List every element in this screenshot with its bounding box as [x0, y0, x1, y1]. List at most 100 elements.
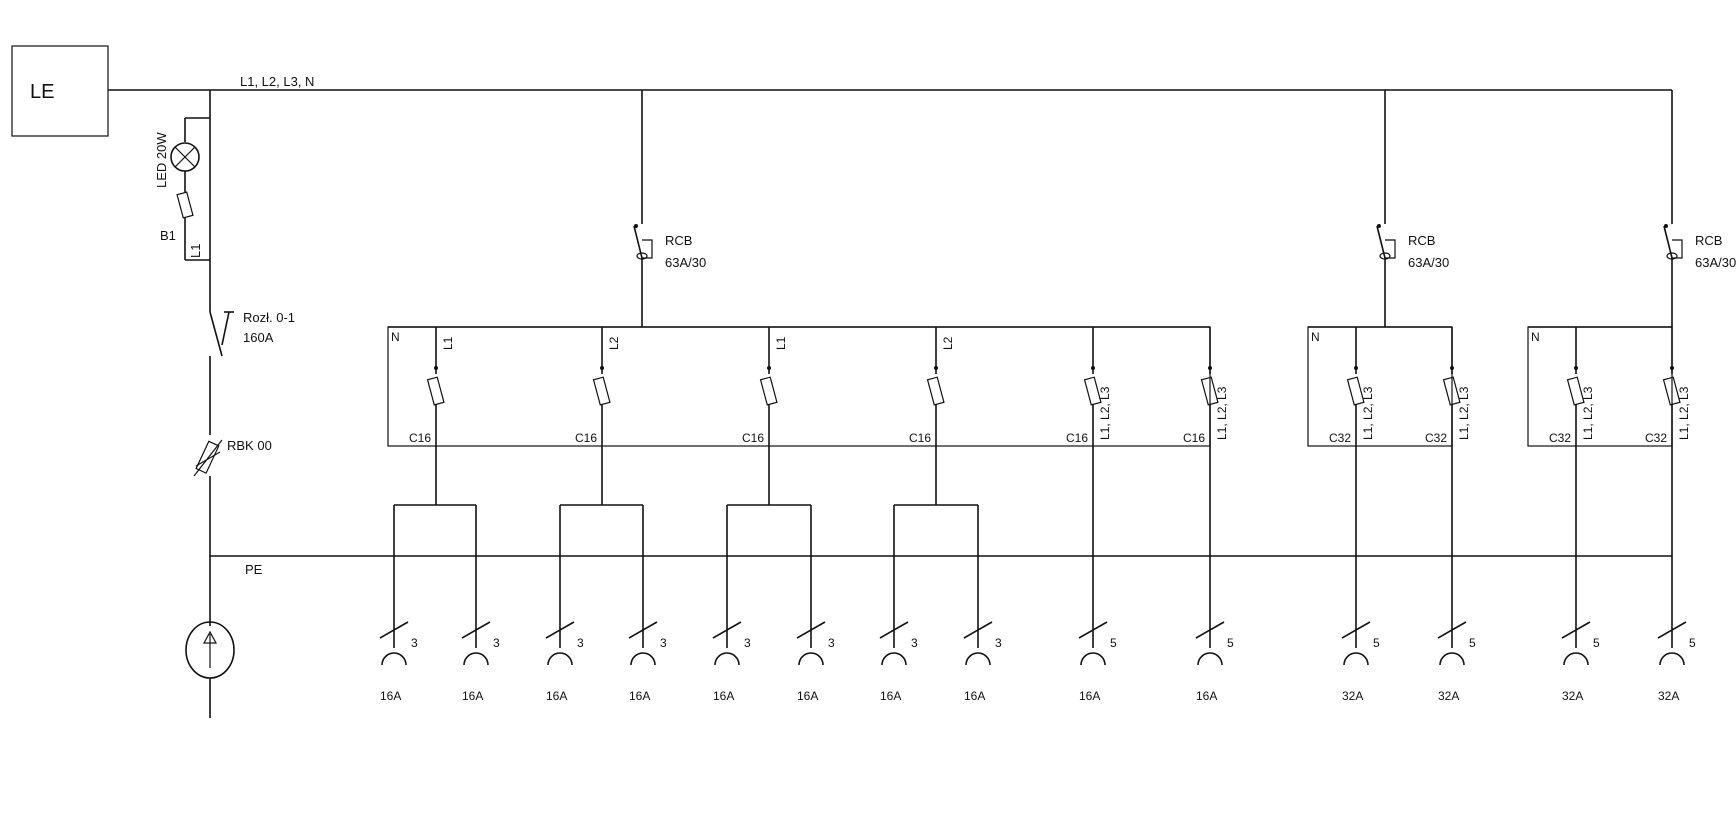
- outlet-pole-slash: [963, 621, 993, 639]
- outlet-poles-label: 3: [995, 636, 1002, 650]
- rcd-sense-loop: [1385, 239, 1396, 259]
- breaker-label: C16: [1183, 431, 1205, 445]
- socket-icon: [630, 652, 656, 666]
- outlet-rating-label: 32A: [1342, 689, 1363, 703]
- rcd-groups: RCB63A/30NC16L1316A316AC16L2316A316AC16L…: [379, 90, 1736, 703]
- main-switch-blade: [209, 311, 223, 357]
- phase-label: L1, L2, L3: [1361, 386, 1375, 440]
- pe-label: PE: [245, 562, 263, 577]
- outlet-pole-slash: [1561, 621, 1591, 639]
- rcd-label-2: 63A/30: [1695, 255, 1736, 270]
- breaker-label: C32: [1549, 431, 1571, 445]
- socket-icon: [1659, 652, 1685, 666]
- earth-source-symbol: [185, 621, 235, 718]
- main-fuse-slash-2: [195, 451, 221, 467]
- incoming-feed: Rozł. 0-1 160A RBK 00: [185, 90, 295, 718]
- circuit-breaker-symbol: [1442, 376, 1461, 406]
- phase-label: L1, L2, L3: [1098, 386, 1112, 440]
- rcd-contact-dot: [1664, 224, 1668, 228]
- socket-icon: [881, 652, 907, 666]
- outlet-pole-slash: [879, 621, 909, 639]
- outlet-rating-label: 16A: [880, 689, 901, 703]
- rcd-label-1: RCB: [665, 233, 692, 248]
- socket-outlet: 5 32A: [1657, 446, 1696, 703]
- neutral-label: N: [1311, 330, 1320, 344]
- circuit-contact-dot: [767, 366, 771, 370]
- socket-icon: [798, 652, 824, 666]
- breaker-label: C16: [409, 431, 431, 445]
- source-box: LE: [11, 45, 109, 137]
- socket-icon: [1563, 652, 1589, 666]
- outlet-pole-slash: [1657, 621, 1687, 639]
- circuit-breaker-symbol: [1566, 376, 1585, 406]
- outlet-poles-label: 3: [493, 636, 500, 650]
- circuit-breaker-symbol: [426, 376, 445, 406]
- main-fuse-label: RBK 00: [227, 438, 272, 453]
- outlet-poles-label: 3: [911, 636, 918, 650]
- socket-icon: [1080, 652, 1106, 666]
- outlet-rating-label: 16A: [629, 689, 650, 703]
- outlet-rating-label: 32A: [1658, 689, 1679, 703]
- phase-label: L1, L2, L3: [1677, 386, 1691, 440]
- circuit-contact-dot: [1091, 366, 1095, 370]
- outlet-pole-slash: [628, 621, 658, 639]
- outlet-poles-label: 5: [1373, 636, 1380, 650]
- main-switch: Rozł. 0-1 160A: [209, 310, 295, 362]
- outlet-pole-slash: [1341, 621, 1371, 639]
- socket-outlet: 5 32A: [1341, 446, 1380, 703]
- socket-outlet: 3 16A: [379, 505, 418, 703]
- phase-label: L1, L2, L3: [1581, 386, 1595, 440]
- breaker-label: C16: [742, 431, 764, 445]
- breaker-label: C16: [1066, 431, 1088, 445]
- rcd-contact-dot: [634, 224, 638, 228]
- outlet-rating-label: 16A: [964, 689, 985, 703]
- outlet-poles-label: 5: [1689, 636, 1696, 650]
- breaker-label: C16: [575, 431, 597, 445]
- outlet-poles-label: 3: [577, 636, 584, 650]
- breaker-label: C32: [1425, 431, 1447, 445]
- circuit-breaker-symbol: [1662, 376, 1681, 406]
- main-switch-label-2: 160A: [243, 330, 274, 345]
- rcd-group: RCB63A/30NC16L1316A316AC16L2316A316AC16L…: [379, 90, 1234, 703]
- circuit-contact-dot: [1354, 366, 1358, 370]
- breaker-label: C32: [1645, 431, 1667, 445]
- socket-icon: [1197, 652, 1223, 666]
- circuit-contact-dot: [1574, 366, 1578, 370]
- outlet-poles-label: 3: [411, 636, 418, 650]
- lamp-icon-cross-2: [174, 146, 196, 168]
- outlet-rating-label: 32A: [1438, 689, 1459, 703]
- source-box-frame: [11, 45, 109, 137]
- rcd-label-1: RCB: [1695, 233, 1722, 248]
- outlet-pole-slash: [1078, 621, 1108, 639]
- outlet-poles-label: 3: [744, 636, 751, 650]
- bus-label: L1, L2, L3, N: [240, 74, 314, 89]
- outlet-rating-label: 16A: [380, 689, 401, 703]
- outlet-poles-label: 3: [660, 636, 667, 650]
- rcd-label-1: RCB: [1408, 233, 1435, 248]
- main-switch-label-1: Rozł. 0-1: [243, 310, 295, 325]
- outlet-pole-slash: [712, 621, 742, 639]
- rcd-sense-loop: [642, 239, 653, 259]
- rcd-contact-dot: [1377, 224, 1381, 228]
- outlet-poles-label: 5: [1227, 636, 1234, 650]
- circuit-breaker-symbol: [926, 376, 945, 406]
- socket-icon: [381, 652, 407, 666]
- socket-outlet: 3 16A: [628, 505, 667, 703]
